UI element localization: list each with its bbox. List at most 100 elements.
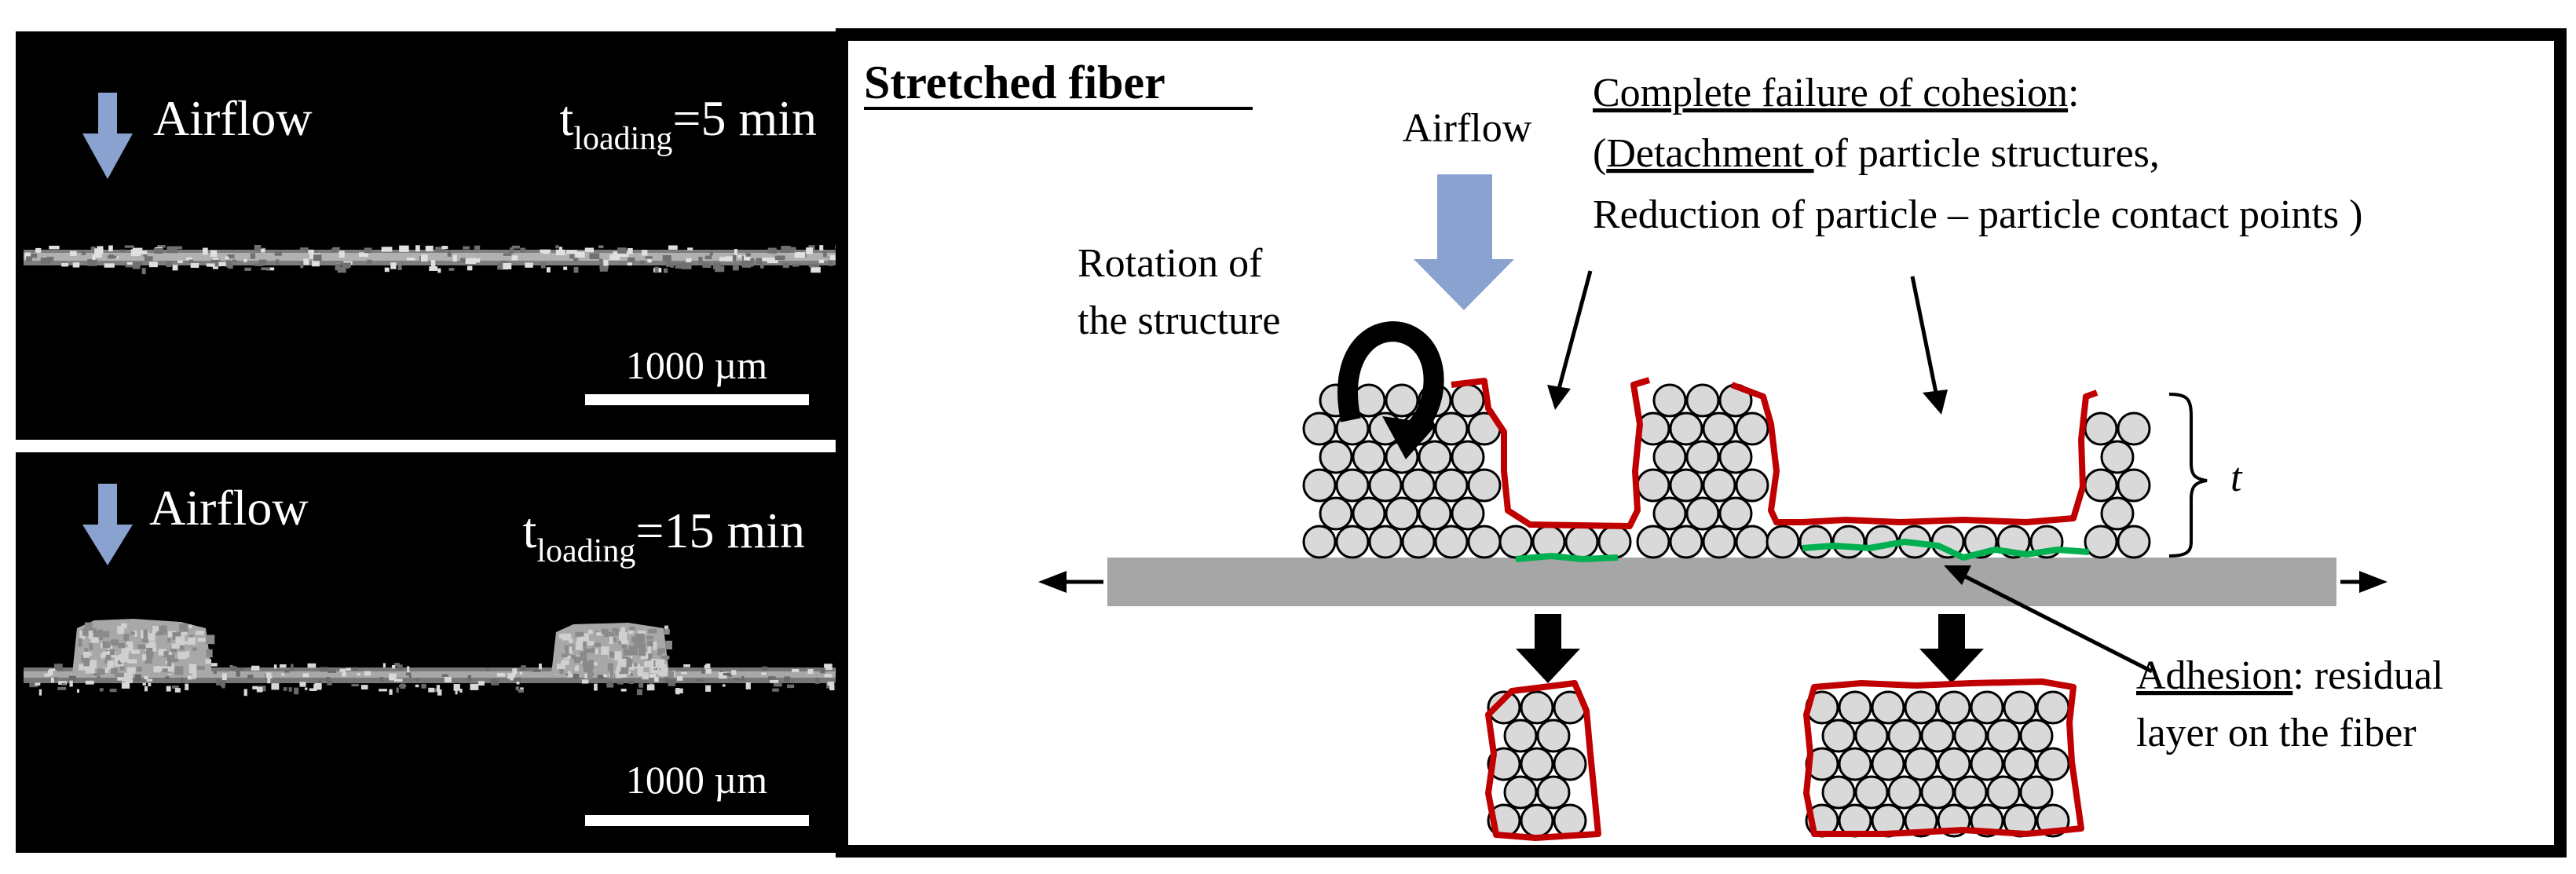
fiber-speck (244, 267, 251, 271)
particle (1503, 775, 1538, 810)
fiber-speck (772, 688, 779, 692)
fiber-speck (415, 245, 420, 252)
fiber-speck (68, 675, 76, 682)
fiber-speck (573, 266, 579, 273)
fiber-speck (687, 247, 693, 250)
fiber-speck (247, 675, 254, 679)
particle (2019, 719, 2054, 753)
particle (1636, 468, 1670, 503)
fiber-speck (238, 667, 245, 671)
fiber-speck (726, 256, 736, 261)
fiber-speck (515, 686, 520, 691)
deposit-speck (664, 655, 668, 660)
deposit-speck (664, 671, 675, 678)
deposit-speck (562, 653, 571, 658)
deposit-speck (638, 631, 646, 635)
adhesion-label: layer on the fiber (2136, 711, 2417, 755)
deposit-speck (576, 641, 584, 650)
fiber-speck (225, 256, 229, 260)
particle (1503, 719, 1538, 753)
deposit-speck (175, 636, 185, 645)
fiber-speck (250, 253, 256, 259)
fiber-speck (628, 681, 634, 685)
fiber-speck (496, 672, 506, 677)
fiber-speck (540, 249, 551, 254)
particle (1434, 468, 1469, 503)
deposit-speck (614, 628, 619, 636)
fiber-speck (532, 669, 541, 672)
fiber-speck (307, 663, 317, 668)
fiber-speck (447, 250, 452, 257)
airflow-arrow-icon (82, 484, 133, 565)
fiber-speck (819, 245, 824, 250)
fiber-speck (357, 673, 360, 676)
fiber-speck (420, 254, 428, 261)
fiber-speck (256, 686, 263, 693)
fiber-speck (229, 666, 237, 671)
fiber-speck (345, 264, 350, 269)
fiber-speck (512, 668, 518, 675)
fiber-speck (142, 682, 147, 686)
deposit-speck (171, 643, 180, 649)
airflow-label: Airflow (149, 480, 309, 536)
fiber-speck (177, 260, 183, 264)
adhesion-label: Adhesion: residual (2136, 653, 2443, 698)
fiber-texture (24, 245, 840, 275)
particle (1536, 719, 1571, 753)
deposit-speck (608, 631, 614, 638)
deposit-speck (628, 631, 634, 634)
fiber-speck (818, 259, 825, 264)
fiber-speck (435, 247, 445, 252)
deposit-speck (188, 637, 196, 645)
detachment-arrow-icon (1516, 614, 1580, 683)
fiber-speck (433, 688, 437, 693)
deposit-speck (111, 667, 118, 675)
fiber-speck (829, 254, 840, 261)
deposit-speck (118, 642, 126, 649)
fiber-speck (641, 250, 648, 256)
fiber-speck (146, 678, 153, 682)
fiber-speck (49, 245, 60, 250)
deposit-speck (644, 660, 653, 667)
deposit-speck (205, 634, 215, 645)
fiber-speck (719, 257, 726, 261)
fiber-speck (40, 258, 51, 265)
fiber-speck (722, 684, 726, 687)
fiber-speck (53, 664, 63, 669)
deposit-speck (109, 649, 115, 656)
fiber-speck (337, 266, 346, 273)
particle (1368, 525, 1403, 559)
deposit-speck (142, 654, 147, 661)
fiber-speck (346, 667, 351, 671)
adhesion-residual-layer (1515, 539, 2090, 562)
fiber-speck (130, 249, 141, 257)
deposit-speck (172, 632, 181, 640)
loading-time-label: tloading=5 min (560, 90, 817, 157)
deposit-speck (119, 653, 129, 663)
fiber-speck (646, 684, 655, 691)
fiber-speck (186, 257, 192, 260)
fiber-speck (55, 667, 64, 671)
thickness-brace (2168, 393, 2208, 558)
fiber-speck (698, 257, 703, 264)
fiber-speck (702, 262, 712, 268)
deposit-speck (148, 633, 156, 642)
fiber-speck (569, 251, 575, 259)
fiber-speck (254, 263, 263, 266)
fiber-speck (252, 686, 258, 689)
fiber-speck (46, 256, 54, 262)
deposit-speck (569, 638, 573, 643)
deposit-speck (152, 646, 157, 652)
fiber-speck (538, 664, 542, 670)
fiber-speck (38, 689, 42, 696)
fiber-speck (366, 259, 372, 265)
fiber-speck (145, 256, 153, 261)
deposit-speck (81, 655, 90, 663)
deposit-speck (117, 626, 125, 634)
fiber-speck (794, 252, 803, 258)
airflow-label: Airflow (153, 90, 313, 146)
fiber-speck (463, 246, 470, 250)
deposit-speck (162, 668, 171, 673)
deposit-speck (119, 666, 125, 671)
